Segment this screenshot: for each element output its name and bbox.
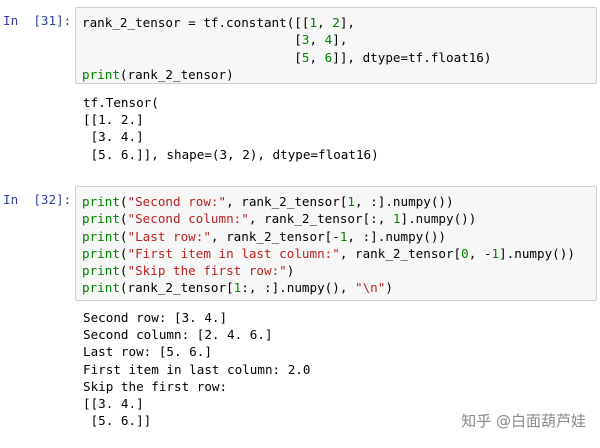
code-token: 6 bbox=[324, 49, 333, 65]
cell-31-input[interactable]: rank_2_tensor = tf.constant([[1, 2], [3,… bbox=[75, 7, 597, 84]
cell-32-output: Second row: [3. 4.] Second column: [2. 4… bbox=[83, 309, 310, 429]
code-token: ) bbox=[286, 263, 295, 279]
output-line: Second row: [3. 4.] bbox=[83, 310, 228, 325]
code-token: 1 bbox=[491, 245, 500, 261]
code-token: , bbox=[309, 49, 325, 65]
cell-31-prompt: In [31]: bbox=[3, 13, 72, 28]
code-token: ]], dtype=tf.float16) bbox=[332, 49, 492, 65]
output-line: [[3. 4.] bbox=[83, 395, 144, 411]
code-token: print bbox=[82, 228, 120, 244]
cell-32-prompt: In [32]: bbox=[3, 192, 72, 207]
code-token: 0 bbox=[461, 245, 469, 261]
code-token: , - bbox=[468, 245, 492, 261]
code-token: 1 bbox=[233, 280, 242, 296]
code-token: "Skip the first row:" bbox=[127, 263, 287, 279]
code-token: ( bbox=[119, 211, 128, 227]
code-token: [ bbox=[82, 49, 302, 65]
code-token: "Second column:" bbox=[127, 211, 249, 227]
output-line: [[1. 2.] bbox=[83, 112, 144, 128]
code-line: print("Second row:", rank_2_tensor[1, :]… bbox=[82, 193, 596, 210]
code-token: 1 bbox=[347, 194, 356, 209]
code-token: ( bbox=[119, 228, 128, 244]
code-token: ], bbox=[339, 15, 355, 30]
output-line: [5. 6.]] bbox=[83, 413, 152, 429]
code-token: 5 bbox=[301, 49, 310, 65]
code-line: print("Last row:", rank_2_tensor[-1, :].… bbox=[82, 228, 596, 245]
code-line: print(rank_2_tensor) bbox=[82, 66, 596, 83]
code-token: [ bbox=[82, 32, 302, 48]
output-line: Second column: [2. 4. 6.] bbox=[83, 327, 273, 343]
code-token: , :].numpy()) bbox=[355, 194, 454, 209]
code-token: 4 bbox=[324, 32, 333, 48]
code-token: , rank_2_tensor[:, bbox=[248, 211, 393, 227]
code-line: [5, 6]], dtype=tf.float16) bbox=[82, 49, 596, 66]
code-token: , rank_2_tensor[- bbox=[210, 228, 340, 244]
code-token: print bbox=[82, 211, 120, 227]
code-line: [3, 4], bbox=[82, 31, 596, 48]
code-token: ( bbox=[119, 194, 128, 209]
output-line: [5. 6.]], shape=(3, 2), dtype=float16) bbox=[83, 146, 379, 162]
code-token: print bbox=[82, 66, 120, 82]
code-token: print bbox=[82, 263, 120, 279]
code-token: (rank_2_tensor[ bbox=[119, 280, 234, 296]
output-line: Skip the first row: bbox=[83, 378, 228, 394]
watermark: 知乎 @白面葫芦娃 bbox=[461, 412, 586, 430]
code-token: , bbox=[317, 15, 333, 30]
code-token: 1 bbox=[339, 228, 348, 244]
code-token: "Second row:" bbox=[127, 194, 227, 209]
code-token: "\n" bbox=[354, 280, 386, 296]
code-token: :, :].numpy(), bbox=[241, 280, 355, 296]
code-line: print("Second column:", rank_2_tensor[:,… bbox=[82, 210, 596, 227]
code-token: ], bbox=[332, 32, 348, 48]
code-token: 1 bbox=[392, 211, 401, 227]
code-token: , rank_2_tensor[ bbox=[339, 245, 462, 261]
code-token: print bbox=[82, 194, 120, 209]
code-token: , :].numpy()) bbox=[347, 228, 446, 244]
output-line: tf.Tensor( bbox=[83, 95, 159, 110]
cell-32-input[interactable]: print("Second row:", rank_2_tensor[1, :]… bbox=[75, 186, 597, 301]
output-line: First item in last column: 2.0 bbox=[83, 361, 311, 377]
code-token: 2 bbox=[332, 15, 340, 30]
code-token: rank_2_tensor = tf.constant([[ bbox=[82, 15, 310, 30]
code-line: print("First item in last column:", rank… bbox=[82, 245, 596, 262]
code-token: ].numpy()) bbox=[499, 245, 575, 261]
code-token: (rank_2_tensor) bbox=[119, 66, 234, 82]
code-token: "Last row:" bbox=[127, 228, 211, 244]
code-token: ( bbox=[119, 263, 128, 279]
code-line: print(rank_2_tensor[1:, :].numpy(), "\n"… bbox=[82, 279, 596, 296]
code-token: ].numpy()) bbox=[400, 211, 477, 227]
output-line: Last row: [5. 6.] bbox=[83, 344, 212, 360]
code-line: print("Skip the first row:") bbox=[82, 262, 596, 279]
code-token: , bbox=[309, 32, 325, 48]
code-token: "First item in last column:" bbox=[127, 245, 340, 261]
code-token: print bbox=[82, 245, 120, 261]
output-line: [3. 4.] bbox=[83, 129, 144, 145]
code-token: , rank_2_tensor[ bbox=[226, 194, 348, 209]
cell-31-output: tf.Tensor( [[1. 2.] [3. 4.] [5. 6.]], sh… bbox=[83, 94, 379, 163]
code-token: print bbox=[82, 280, 120, 296]
code-token: 3 bbox=[301, 32, 310, 48]
code-line: rank_2_tensor = tf.constant([[1, 2], bbox=[82, 14, 596, 31]
code-token: ( bbox=[119, 245, 128, 261]
code-token: ) bbox=[385, 280, 393, 296]
code-token: 1 bbox=[309, 15, 318, 30]
